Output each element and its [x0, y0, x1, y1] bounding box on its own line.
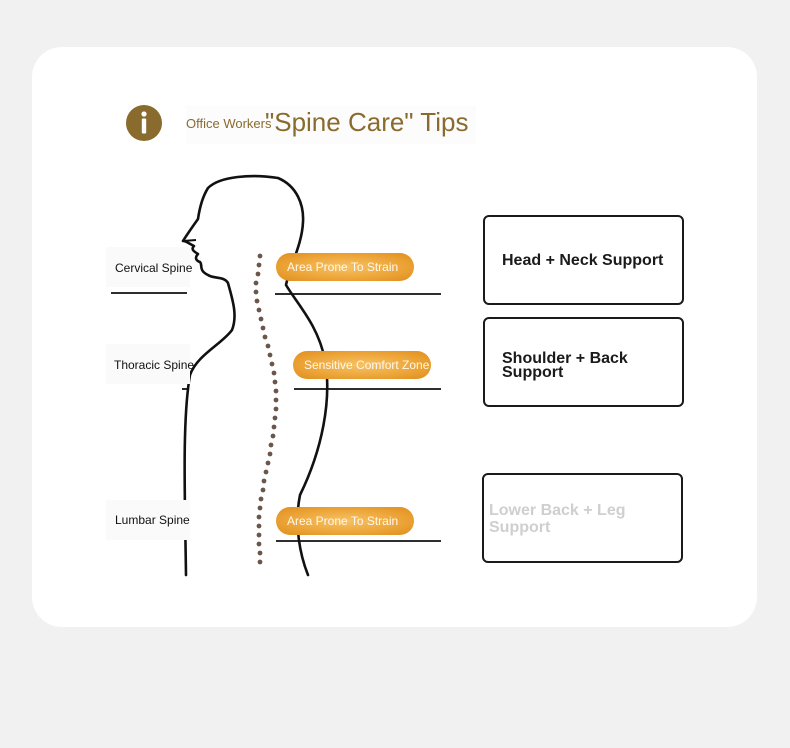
- tip-box-head-neck: Head + Neck Support: [483, 215, 684, 305]
- page-title: Office Workers "Spine Care" Tips: [186, 106, 476, 144]
- tip-label-head-neck: Head + Neck Support: [502, 252, 664, 269]
- tip-label-shoulder-back: Shoulder + Back Support: [502, 350, 628, 381]
- spine-label-thoracic: Thoracic Spine: [114, 358, 195, 372]
- title-prefix: Office Workers: [186, 116, 272, 131]
- spine-label-cervical: Cervical Spine: [115, 261, 193, 275]
- title-main: "Spine Care" Tips: [265, 107, 469, 137]
- info-icon: [126, 105, 162, 141]
- spine-label-thoracic-bg: [106, 344, 190, 384]
- tip-box-shoulder-back: Shoulder + Back Support: [483, 317, 684, 407]
- tip-label-lower-back-leg: Lower Back + Leg Support: [489, 502, 626, 536]
- spine-label-lumbar: Lumbar Spine: [115, 513, 190, 527]
- strain-tag-lumbar: Area Prone To Strain: [276, 507, 414, 535]
- comfort-tag-thoracic: Sensitive Comfort Zone: [293, 351, 431, 379]
- spine-label-lumbar-bg: [106, 500, 190, 540]
- spine-label-cervical-bg: [106, 247, 190, 287]
- tip-box-lower-back-leg: Lower Back + Leg Support: [482, 473, 683, 563]
- strain-tag-cervical: Area Prone To Strain: [276, 253, 414, 281]
